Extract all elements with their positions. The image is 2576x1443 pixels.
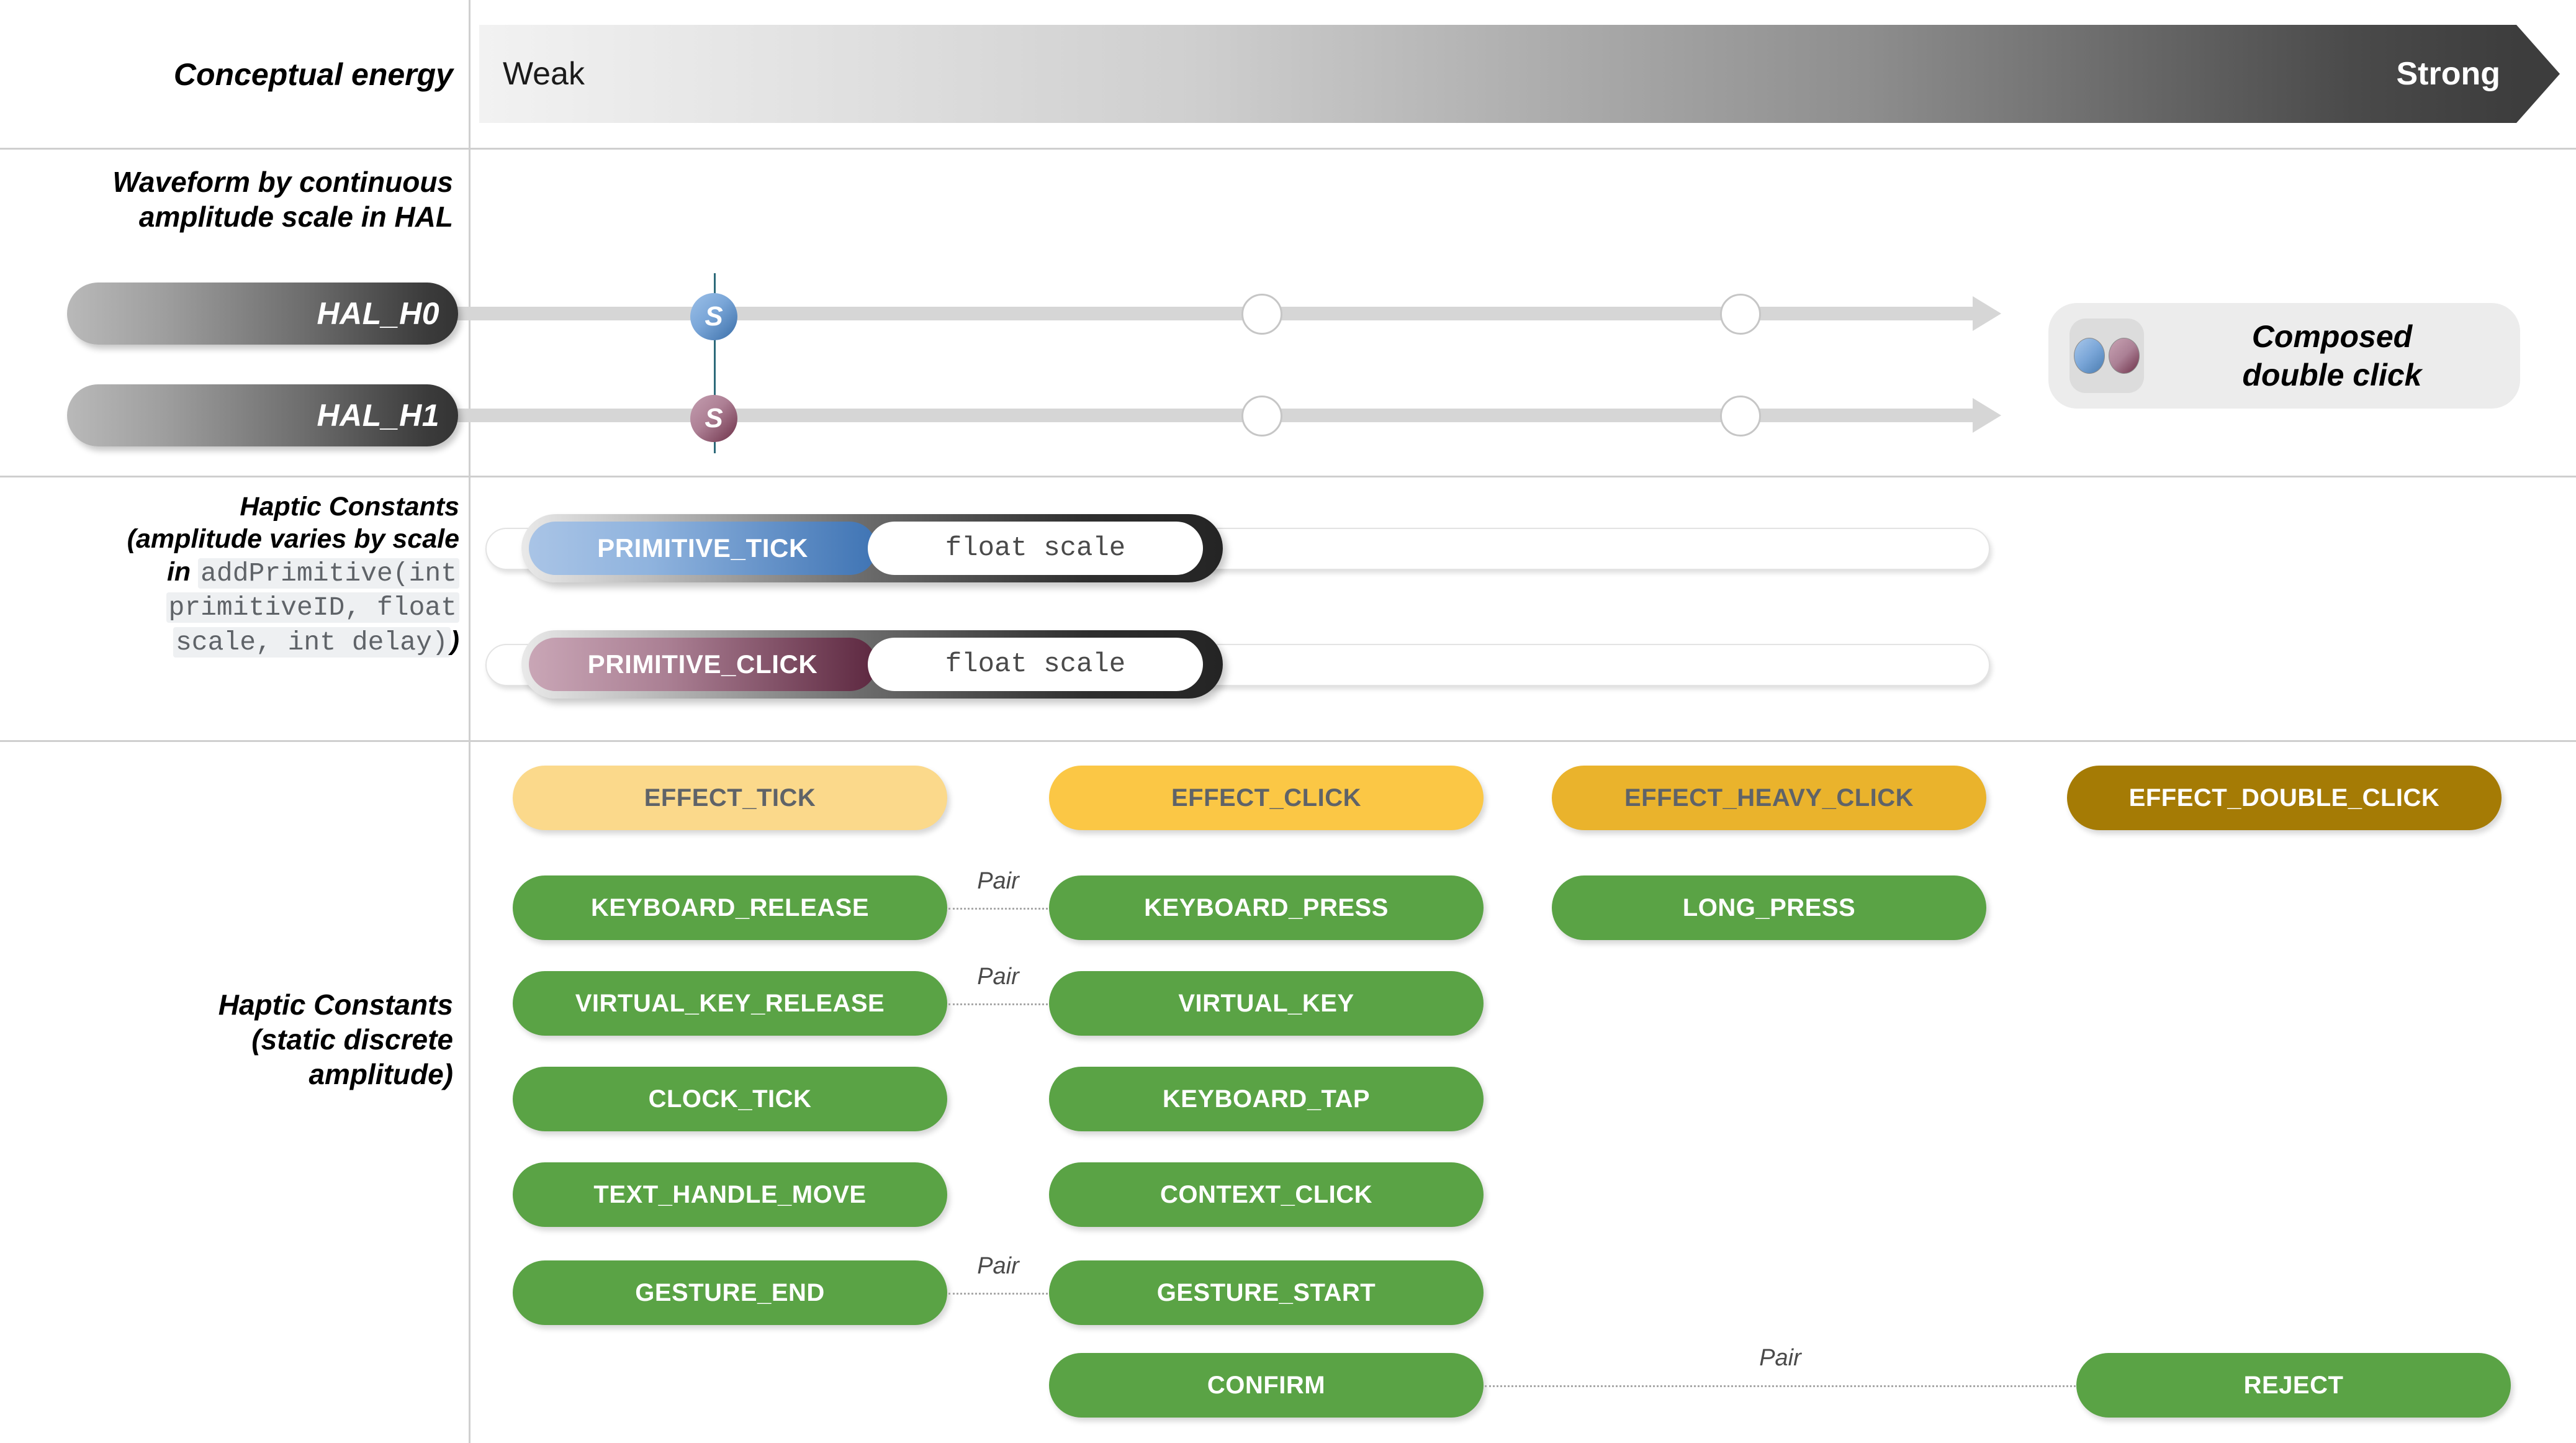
- pair-label-virtual-key: Pair: [977, 964, 1019, 990]
- effect-pill-heavy-click[interactable]: EFFECT_HEAVY_CLICK: [1552, 766, 1986, 830]
- hal-h1-pill: HAL_H1: [67, 384, 458, 446]
- hal-h1-rail: [435, 409, 1986, 422]
- column-divider: [469, 0, 471, 1443]
- hal-h0-node-mid: [1241, 294, 1282, 335]
- hal-h0-scale-marker: S: [690, 293, 737, 340]
- constant-pill-keyboard-release[interactable]: KEYBOARD_RELEASE: [513, 875, 947, 940]
- primitives-label-line2: (amplitude varies by scale: [127, 524, 459, 554]
- composed-label-line1: Composed: [2251, 319, 2413, 354]
- composed-double-click-label: Composed double click: [2144, 317, 2520, 394]
- energy-gradient-arrow: Weak Strong: [479, 25, 2560, 123]
- section-divider-waveform: [0, 476, 2576, 477]
- hal-h1-scale-marker: S: [690, 395, 737, 442]
- composed-double-click-card: Composed double click: [2048, 303, 2520, 409]
- energy-weak-label: Weak: [503, 56, 585, 92]
- primitives-label-close-paren: ): [450, 625, 459, 656]
- primitives-code-line1: addPrimitive(int: [198, 558, 459, 589]
- hal-h1-node-high: [1720, 396, 1761, 437]
- hal-h0-node-high: [1720, 294, 1761, 335]
- effect-pill-tick[interactable]: EFFECT_TICK: [513, 766, 947, 830]
- pair-connector-keyboard: [948, 908, 1048, 910]
- constant-pill-keyboard-press[interactable]: KEYBOARD_PRESS: [1049, 875, 1484, 940]
- primitives-code-line2: primitiveID, float: [166, 592, 459, 623]
- primitives-label-in: in: [166, 556, 199, 587]
- composed-label-line2: double click: [2242, 358, 2422, 392]
- pair-connector-confirm-reject: [1485, 1385, 2076, 1387]
- constant-pill-virtual-key[interactable]: VIRTUAL_KEY: [1049, 971, 1484, 1036]
- pair-label-gesture: Pair: [977, 1253, 1019, 1279]
- primitives-label-line1: Haptic Constants: [240, 492, 459, 522]
- constant-pill-gesture-end[interactable]: GESTURE_END: [513, 1260, 947, 1325]
- hal-h0-label: HAL_H0: [317, 296, 439, 331]
- constant-pill-reject[interactable]: REJECT: [2076, 1353, 2511, 1418]
- row-label-waveform: Waveform by continuous amplitude scale i…: [25, 165, 453, 234]
- primitive-tick-guide: [714, 273, 716, 453]
- constant-pill-long-press[interactable]: LONG_PRESS: [1552, 875, 1986, 940]
- effect-pill-double-click[interactable]: EFFECT_DOUBLE_CLICK: [2067, 766, 2502, 830]
- constant-pill-confirm[interactable]: CONFIRM: [1049, 1353, 1484, 1418]
- row-label-waveform-line2: amplitude scale in HAL: [138, 201, 453, 233]
- constants-label-line1: Haptic Constants: [218, 988, 453, 1021]
- primitive-tick-name: PRIMITIVE_TICK: [529, 522, 876, 575]
- primitive-click-capsule: PRIMITIVE_CLICK float scale: [521, 630, 1223, 699]
- constant-pill-clock-tick[interactable]: CLOCK_TICK: [513, 1067, 947, 1131]
- primitives-code-line3: scale, int delay): [173, 627, 451, 658]
- energy-strong-label: Strong: [2396, 56, 2500, 92]
- section-divider-primitives: [0, 740, 2576, 742]
- effect-pill-click[interactable]: EFFECT_CLICK: [1049, 766, 1484, 830]
- hal-h1-label: HAL_H1: [317, 398, 439, 433]
- hal-h1-node-mid: [1241, 396, 1282, 437]
- composed-dot-click-icon: [2109, 338, 2140, 374]
- primitive-tick-capsule: PRIMITIVE_TICK float scale: [521, 514, 1223, 582]
- composed-dot-tick-icon: [2074, 338, 2105, 374]
- constant-pill-text-handle-move[interactable]: TEXT_HANDLE_MOVE: [513, 1162, 947, 1227]
- constant-pill-keyboard-tap[interactable]: KEYBOARD_TAP: [1049, 1067, 1484, 1131]
- pair-connector-virtual-key: [948, 1003, 1048, 1005]
- hal-h0-rail: [435, 307, 1986, 320]
- constant-pill-context-click[interactable]: CONTEXT_CLICK: [1049, 1162, 1484, 1227]
- row-label-constants: Haptic Constants (static discrete amplit…: [25, 987, 453, 1092]
- hal-h0-rail-arrowhead: [1973, 296, 2001, 331]
- row-label-waveform-line1: Waveform by continuous: [112, 166, 453, 198]
- constant-pill-virtual-key-release[interactable]: VIRTUAL_KEY_RELEASE: [513, 971, 947, 1036]
- constants-label-line3: amplitude): [308, 1058, 453, 1091]
- hal-h0-pill: HAL_H0: [67, 283, 458, 345]
- row-label-conceptual-energy: Conceptual energy: [173, 57, 453, 92]
- pair-label-confirm-reject: Pair: [1759, 1345, 1801, 1371]
- constant-pill-gesture-start[interactable]: GESTURE_START: [1049, 1260, 1484, 1325]
- primitive-click-name: PRIMITIVE_CLICK: [529, 638, 876, 691]
- primitive-tick-value: float scale: [868, 522, 1203, 575]
- pair-connector-gesture: [948, 1293, 1048, 1295]
- primitive-click-value: float scale: [868, 638, 1203, 691]
- composed-double-click-icon: [2069, 319, 2144, 393]
- hal-h1-rail-arrowhead: [1973, 398, 2001, 433]
- constants-label-line2: (static discrete: [251, 1023, 453, 1056]
- pair-label-keyboard: Pair: [977, 868, 1019, 894]
- row-label-primitives: Haptic Constants (amplitude varies by sc…: [12, 491, 459, 659]
- section-divider-energy: [0, 148, 2576, 150]
